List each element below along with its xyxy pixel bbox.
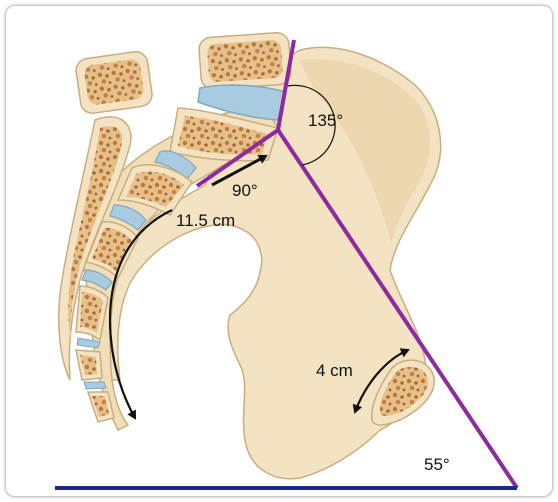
curve-length-label: 11.5 cm [176,211,235,230]
coccyx-gap-label: 4 cm [316,361,353,380]
posterior-vertebra-marrow [83,58,144,105]
angle-135-label: 135° [308,111,343,130]
l5-vertebra-marrow [207,39,283,82]
angle-55-label: 55° [424,455,450,474]
angle-90-label: 90° [232,181,258,200]
coccygeal-disc-2 [84,382,106,389]
